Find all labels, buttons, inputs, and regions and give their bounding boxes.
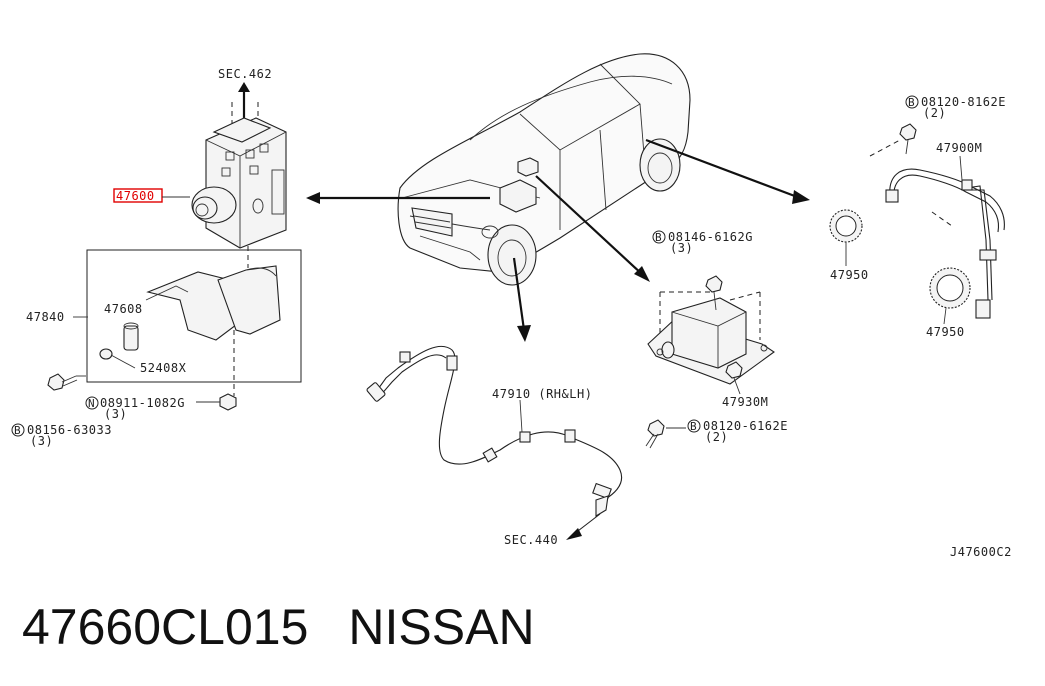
abs-actuator-illustration <box>191 82 287 268</box>
tone-ring-47950-b <box>929 267 971 309</box>
sensor-module-47930m <box>647 275 775 385</box>
footer-title: 47660CL015 NISSAN <box>22 598 575 656</box>
bracket-box <box>86 249 302 396</box>
vehicle-illustration <box>397 53 691 286</box>
label-47910[interactable]: 47910 (RH&LH) <box>492 387 592 401</box>
label-sec-462: SEC.462 <box>218 67 272 81</box>
rear-sensor-47900m <box>869 123 1005 319</box>
label-08120-8162e-qty: (2) <box>923 106 946 120</box>
label-08146-qty: (3) <box>670 241 693 255</box>
nut-08911 <box>196 393 237 411</box>
highlight-box <box>113 188 163 203</box>
label-47930m[interactable]: 47930M <box>722 395 768 409</box>
label-47608[interactable]: 47608 <box>104 302 143 316</box>
circle-b-08146: B <box>655 231 662 244</box>
label-47900m[interactable]: 47900M <box>936 141 982 155</box>
circle-n-08911: N <box>88 397 95 410</box>
label-08156-qty: (3) <box>30 434 53 448</box>
label-52408x[interactable]: 52408X <box>140 361 187 375</box>
wheel-sensor-47910 <box>366 345 622 540</box>
circle-b-08156: B <box>14 424 21 437</box>
circle-b-08120-6162e: B <box>690 420 697 433</box>
label-08120-8162e[interactable]: 08120-8162E <box>921 95 1006 109</box>
label-08120-6162e-qty: (2) <box>705 430 728 444</box>
label-sec-440: SEC.440 <box>504 533 558 547</box>
bolt-08156 <box>47 373 86 391</box>
label-08120-6162e[interactable]: 08120-6162E <box>703 419 788 433</box>
tone-ring-47950-a <box>829 209 863 243</box>
label-47950-a[interactable]: 47950 <box>830 268 869 282</box>
label-47840[interactable]: 47840 <box>26 310 65 324</box>
label-08911-qty: (3) <box>104 407 127 421</box>
label-08146-6162g[interactable]: 08146-6162G <box>668 230 753 244</box>
part-number: 47660CL015 <box>22 599 309 655</box>
label-47950-b[interactable]: 47950 <box>926 325 965 339</box>
label-08156-63033[interactable]: 08156-63033 <box>27 423 112 437</box>
circle-b-08120-8162e: B <box>908 96 915 109</box>
bolt-08120-6162e <box>645 419 665 449</box>
diagram-code: J47600C2 <box>950 545 1012 559</box>
brand-name: NISSAN <box>348 599 535 655</box>
leader-arrows <box>306 138 810 342</box>
label-08911-1082g[interactable]: 08911-1082G <box>100 396 185 410</box>
label-47600[interactable]: 47600 <box>116 189 155 203</box>
